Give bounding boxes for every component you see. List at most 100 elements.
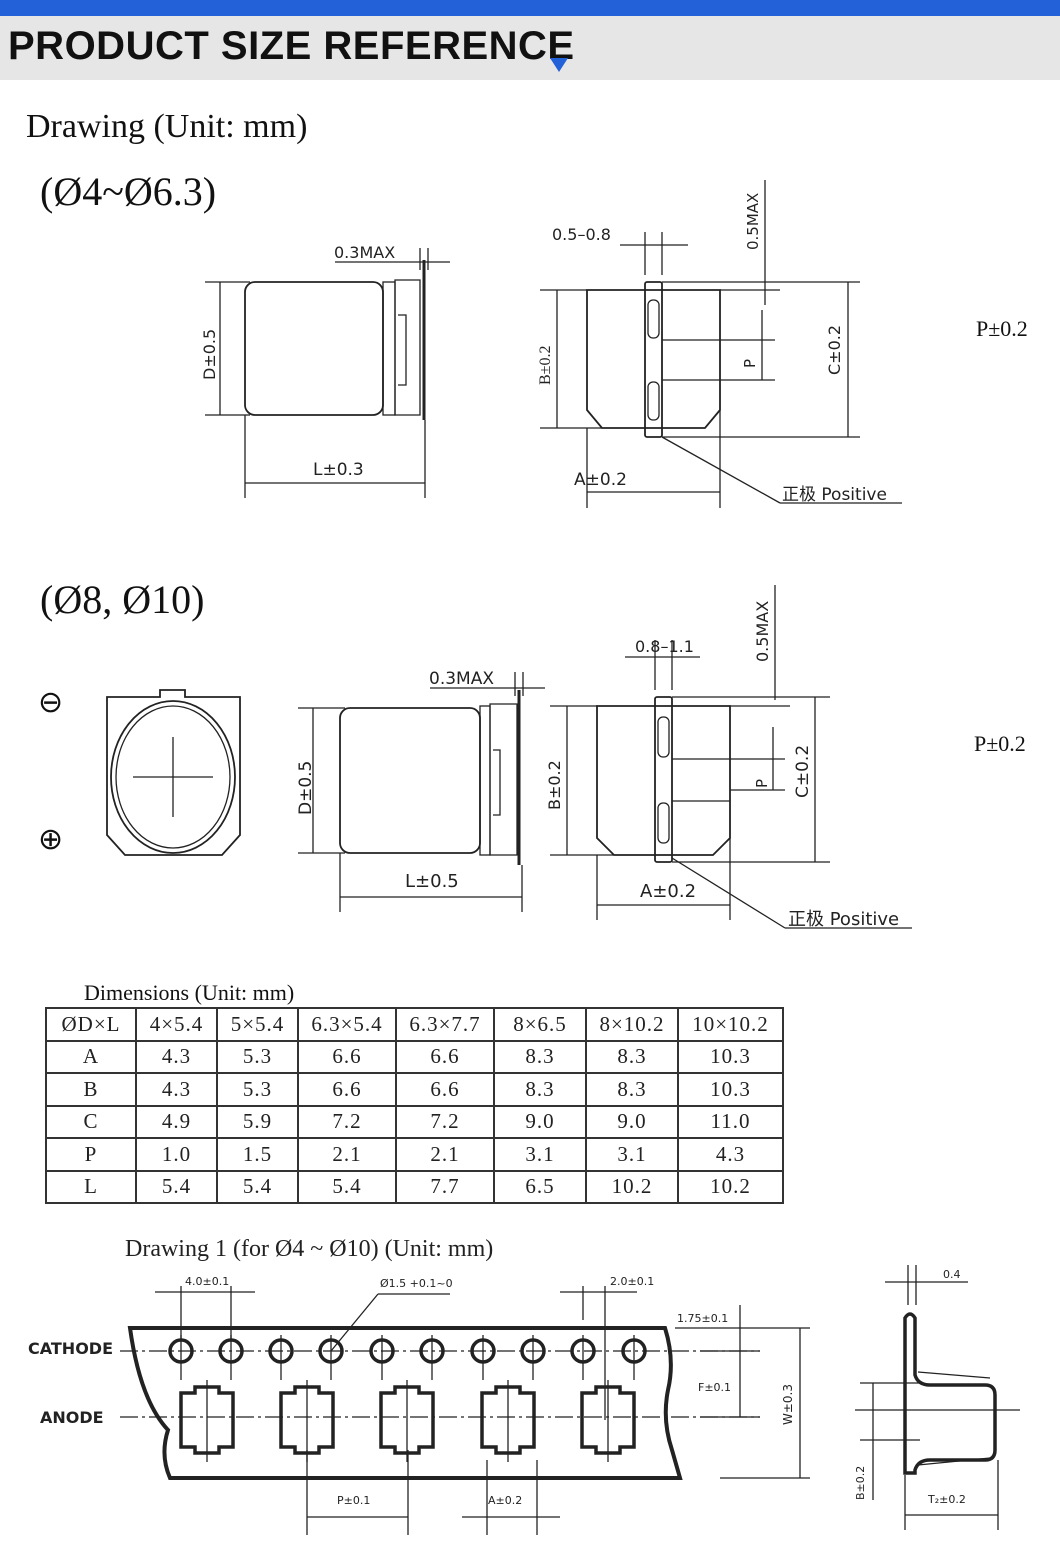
table-cell: 5.4: [216, 1169, 299, 1204]
table-cell: 1.0: [135, 1137, 218, 1172]
table-cell: 4.3: [135, 1072, 218, 1107]
table-cell: C: [45, 1104, 137, 1139]
header-cell: 6.3×7.7: [395, 1007, 495, 1042]
table-cell: 7.7: [395, 1169, 495, 1204]
p-tolerance-1: P±0.2: [976, 316, 1028, 341]
table-cell: 6.6: [297, 1072, 397, 1107]
dimensions-table: ØD×L 4×5.4 5×5.4 6.3×5.4 6.3×7.7 8×6.5 8…: [45, 1007, 784, 1204]
top-accent-bar: [0, 0, 1060, 16]
p-label-2: P: [753, 779, 771, 788]
cathode-label: CATHODE: [28, 1339, 113, 1358]
t2-label: T₂±0.2: [927, 1493, 966, 1506]
carrier-tape-drawing: Drawing 1 (for Ø4 ~ Ø10) (Unit: mm) 4.0±…: [28, 1236, 810, 1535]
end-view-small: 0.5–0.8 0.5MAX B±0.2 C±0.2 P A±0.2 正极 Po…: [537, 180, 902, 508]
lead-width-label: 0.5–0.8: [552, 225, 611, 244]
positive-label: 正极 Positive: [782, 485, 887, 505]
header-cell: 8×10.2: [585, 1007, 679, 1042]
b-tape-label: B±0.2: [854, 1466, 867, 1500]
table-cell: 9.0: [585, 1104, 679, 1139]
lead-width-label-2: 0.8–1.1: [635, 637, 694, 656]
positive-label-2: 正极 Positive: [788, 909, 899, 930]
table-cell: A: [45, 1039, 137, 1074]
header-cell: 6.3×5.4: [297, 1007, 397, 1042]
table-cell: B: [45, 1072, 137, 1107]
table-header-row: ØD×L 4×5.4 5×5.4 6.3×5.4 6.3×7.7 8×6.5 8…: [45, 1007, 784, 1042]
a-tape-label: A±0.2: [488, 1494, 522, 1507]
table-cell: 6.6: [297, 1039, 397, 1074]
w-label: W±0.3: [781, 1384, 795, 1425]
header-cell: ØD×L: [45, 1007, 137, 1042]
table-cell: 4.3: [677, 1137, 784, 1172]
table-cell: 4.3: [135, 1039, 218, 1074]
triangle-down-icon: [550, 58, 568, 72]
section-header: PRODUCT SIZE REFERENCE: [0, 16, 1060, 80]
component-pocket: [580, 1385, 636, 1455]
max05-label-2: 0.5MAX: [753, 601, 772, 662]
header-cell: 10×10.2: [677, 1007, 784, 1042]
table-cell: 6.6: [395, 1072, 495, 1107]
table-cell: 8.3: [493, 1039, 587, 1074]
component-pocket: [179, 1385, 235, 1455]
table-cell: 5.3: [216, 1072, 299, 1107]
f-label: F±0.1: [698, 1381, 731, 1394]
side-view-small: 0.3MAX D±0.5 L±0.3: [200, 243, 450, 498]
d-label-2: D±0.5: [296, 761, 316, 815]
drawing-title: Drawing (Unit: mm): [26, 108, 308, 145]
table-cell: 1.5: [216, 1137, 299, 1172]
side-view-large: 0.3MAX D±0.5 L±0.5: [296, 669, 545, 912]
d-label: D±0.5: [200, 329, 219, 380]
table-cell: 9.0: [493, 1104, 587, 1139]
tape-title: Drawing 1 (for Ø4 ~ Ø10) (Unit: mm): [125, 1236, 493, 1262]
thickness-label: 0.4: [943, 1268, 961, 1281]
c-label-2: C±0.2: [793, 745, 813, 798]
max05-label: 0.5MAX: [744, 193, 762, 250]
table-cell: 10.3: [677, 1039, 784, 1074]
a-label: A±0.2: [574, 470, 627, 490]
table-cell: 7.2: [297, 1104, 397, 1139]
table-cell: 5.9: [216, 1104, 299, 1139]
table-cell: 7.2: [395, 1104, 495, 1139]
table-cell: 8.3: [585, 1039, 679, 1074]
tape-cross-section: 0.4 B±0.2 T₂±0.2: [854, 1265, 1020, 1530]
table-cell: 10.2: [585, 1169, 679, 1204]
b-label-2: B±0.2: [545, 760, 564, 810]
table-cell: 8.3: [493, 1072, 587, 1107]
component-pocket: [279, 1385, 335, 1455]
component-pocket: [480, 1385, 536, 1455]
b-label: B±0.2: [537, 346, 554, 385]
p-tape-label: P±0.1: [337, 1494, 370, 1507]
p-label: P: [741, 359, 759, 368]
max03-label-2: 0.3MAX: [429, 669, 494, 689]
table-cell: 8.3: [585, 1072, 679, 1107]
anode-label: ANODE: [40, 1408, 104, 1427]
table-cell: 2.1: [395, 1137, 495, 1172]
table-cell: 3.1: [585, 1137, 679, 1172]
table-cell: 10.3: [677, 1072, 784, 1107]
header-cell: 5×5.4: [216, 1007, 299, 1042]
pitch2-label: 2.0±0.1: [610, 1275, 654, 1288]
component-pocket: [379, 1385, 435, 1455]
dimensions-title: Dimensions (Unit: mm): [84, 980, 295, 1005]
c-label: C±0.2: [825, 325, 844, 375]
table-cell: 10.2: [677, 1169, 784, 1204]
table-cell: L: [45, 1169, 137, 1204]
table-cell: 3.1: [493, 1137, 587, 1172]
table-cell: 4.9: [135, 1104, 218, 1139]
end-view-large: 0.8–1.1 0.5MAX B±0.2 C±0.2 P A±0.2 正极 Po…: [545, 585, 912, 930]
header-cell: 8×6.5: [493, 1007, 587, 1042]
hole-label: Ø1.5 +0.1~0: [380, 1277, 453, 1290]
a-label-2: A±0.2: [640, 881, 696, 902]
e-label: 1.75±0.1: [677, 1312, 728, 1325]
table-cell: 5.3: [216, 1039, 299, 1074]
l-label: L±0.3: [313, 460, 364, 480]
table-cell: P: [45, 1137, 137, 1172]
section2-title: (Ø8, Ø10): [40, 577, 205, 622]
table-cell: 5.4: [297, 1169, 397, 1204]
table-cell: 6.6: [395, 1039, 495, 1074]
l-label-2: L±0.5: [405, 871, 459, 892]
header-cell: 4×5.4: [135, 1007, 218, 1042]
